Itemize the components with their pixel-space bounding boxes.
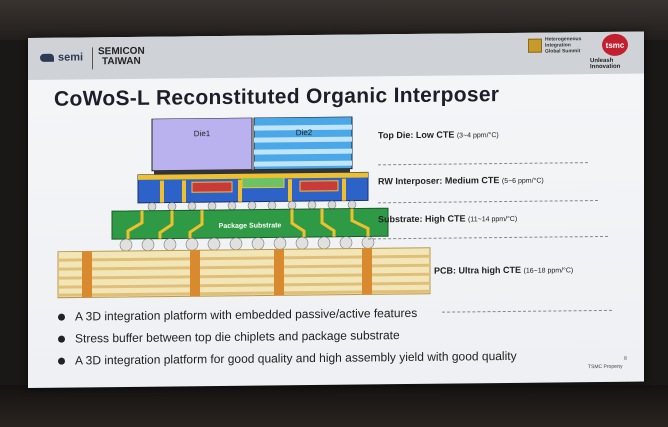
- bullet-text: Stress buffer between top die chiplets a…: [75, 328, 400, 346]
- pcb-board: [57, 247, 431, 299]
- semi-logo: semi: [40, 51, 84, 64]
- c4-bumps: [147, 200, 357, 211]
- logo-divider: [92, 47, 93, 70]
- bullet-dot-icon: [58, 313, 65, 321]
- package-substrate-label: Package Substrate: [219, 222, 282, 230]
- die2-label: Die2: [296, 128, 313, 137]
- layer-cte: (5~6 ppm/°C): [501, 177, 544, 186]
- bullet-dot-icon: [58, 335, 65, 343]
- die1-block: [151, 117, 253, 172]
- layer-cte: (3~4 ppm/°C): [456, 132, 499, 140]
- layer-label-substrate: Substrate: High CTE (11~14 ppm/°C): [378, 213, 517, 224]
- die2-block: [253, 116, 353, 171]
- footer-property: TSMC Property: [588, 363, 623, 371]
- tsmc-logo-text: tsmc: [605, 40, 625, 50]
- layer-label-pcb: PCB: Ultra high CTE (16~18 ppm/°C): [434, 264, 574, 276]
- layer-label-top-die: Top Die: Low CTE (3~4 ppm/°C): [378, 129, 499, 141]
- layer-cte: (11~14 ppm/°C): [468, 215, 518, 224]
- semi-logo-text: semi: [58, 51, 84, 64]
- semicon-logo-line2: TAIWAN: [102, 55, 141, 68]
- package-substrate: [111, 207, 389, 240]
- tsmc-tagline: Unleash Innovation: [590, 57, 621, 71]
- slide-title: CoWoS-L Reconstituted Organic Interposer: [54, 83, 500, 111]
- semicon-taiwan-logo: SEMICON TAIWAN: [98, 46, 145, 68]
- layer-label-rw-interposer: RW Interposer: Medium CTE (5~6 ppm/°C): [378, 175, 544, 187]
- bullet-text: A 3D integration platform for good quali…: [75, 348, 517, 368]
- slide-header: semi SEMICON TAIWAN Heterogeneous Integr…: [28, 31, 644, 80]
- presentation-slide: semi SEMICON TAIWAN Heterogeneous Integr…: [28, 31, 644, 389]
- layer-name: Top Die: Low CTE: [378, 129, 455, 141]
- layer-name: PCB: Ultra high CTE: [434, 264, 521, 276]
- cowos-cross-section-diagram: Die1 Die2: [57, 116, 431, 299]
- hig-summit-logo: Heterogeneous Integration Global Summit: [528, 36, 585, 55]
- hig-summit-text: Heterogeneous Integration Global Summit: [545, 36, 582, 55]
- rw-interposer: [137, 171, 369, 204]
- layer-name: RW Interposer: Medium CTE: [378, 175, 500, 187]
- bga-balls: [119, 236, 375, 252]
- page-number: 8: [624, 355, 627, 362]
- bullet-text: A 3D integration platform with embedded …: [75, 305, 418, 324]
- micro-bumps: [154, 168, 350, 175]
- tsmc-logo: tsmc: [602, 33, 628, 56]
- bullet-dot-icon: [58, 357, 65, 365]
- hig-summit-icon: [528, 38, 542, 53]
- bullet-item: A 3D integration platform for good quali…: [58, 345, 517, 372]
- bullet-list: A 3D integration platform with embedded …: [58, 301, 517, 372]
- room-floor: [0, 385, 668, 427]
- semi-swoosh-icon: [40, 53, 54, 62]
- die1-label: Die1: [194, 129, 211, 138]
- layer-name: Substrate: High CTE: [378, 213, 466, 225]
- layer-cte: (16~18 ppm/°C): [523, 267, 574, 275]
